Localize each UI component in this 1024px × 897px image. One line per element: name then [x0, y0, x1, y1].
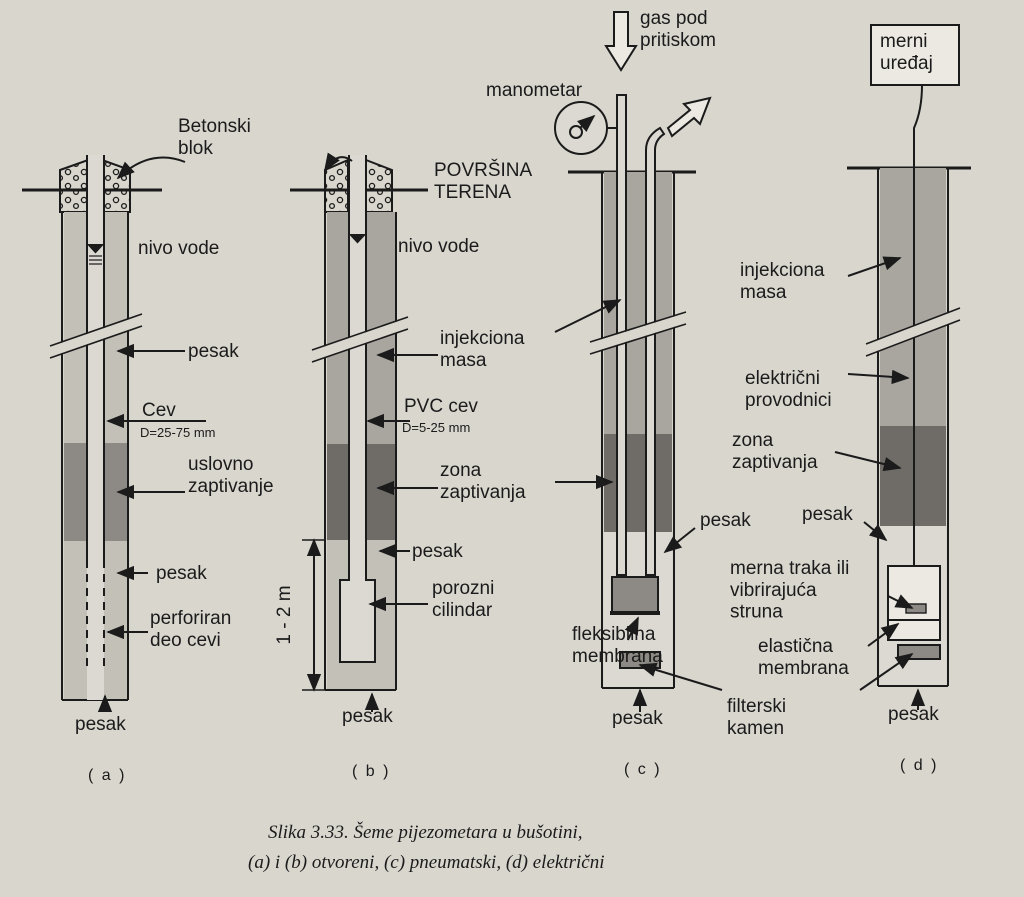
concrete-block-right-b — [365, 158, 393, 213]
arrow-elektricni — [847, 369, 910, 385]
label-pesak-bottom-c: pesak — [612, 708, 663, 729]
pipe-interior-a — [87, 155, 104, 700]
arrow-blok-b — [324, 152, 353, 172]
arrow-blok — [116, 156, 186, 180]
label-nivo-vode-b: nivo vode — [398, 236, 479, 257]
break-band-a — [48, 315, 144, 357]
arrow-elasticna — [867, 622, 900, 647]
panel-label-d: ( d ) — [900, 757, 938, 774]
label-cev: Cev — [142, 400, 176, 421]
vibrating-wire-d — [905, 603, 927, 614]
label-manometar: manometar — [486, 80, 583, 101]
arrow-injekciona-c — [554, 299, 622, 333]
figure-caption: Slika 3.33. Šeme pijezometara u bušotini… — [248, 821, 604, 873]
caption-line-2: (a) i (b) otvoreni, (c) pneumatski, (d) … — [248, 852, 604, 873]
arrow-zona-d — [834, 451, 902, 472]
arrow-pesak-mid-c — [663, 527, 696, 554]
panel-label-b: ( b ) — [352, 763, 390, 780]
label-pvc-cev: PVC cev — [404, 396, 478, 417]
seal-right-a — [104, 443, 127, 541]
porous-cylinder-b — [339, 575, 376, 663]
label-pesak-top-a: pesak — [188, 341, 239, 362]
label-pesak-mid-a: pesak — [156, 563, 207, 584]
label-pesak-mid-c: pesak — [700, 510, 751, 531]
label-pesak-bottom-b: pesak — [342, 706, 393, 727]
arrow-filterski-d — [859, 652, 914, 691]
arrow-pesak-mid-d — [863, 521, 888, 542]
concrete-block-right-a — [101, 158, 131, 213]
label-nivo-vode-a: nivo vode — [138, 238, 219, 259]
electric-cable-d — [913, 84, 923, 566]
filter-stone-d — [897, 644, 941, 660]
label-pesak-mid-d: pesak — [802, 504, 853, 525]
water-level-marker-a — [86, 244, 105, 254]
gas-outlet-arrow — [666, 96, 712, 138]
panel-d — [834, 24, 971, 710]
label-pesak-bottom-d: pesak — [888, 704, 939, 725]
label-pesak-mid-b: pesak — [412, 541, 463, 562]
panel-a — [22, 155, 206, 713]
arrow-filterski-c — [638, 662, 723, 691]
arrow-merna — [887, 594, 914, 609]
water-level-marker-b — [348, 234, 367, 244]
concrete-block-left-a — [59, 158, 89, 213]
concrete-block-left-b — [324, 158, 349, 213]
panel-b — [290, 152, 438, 712]
label-pvc-diameter: D=5-25 mm — [402, 420, 470, 435]
panel-label-c: ( c ) — [624, 761, 662, 778]
arrow-injekciona-d — [847, 256, 902, 277]
arrow-fleksibilna — [624, 616, 639, 641]
panel-label-a: ( a ) — [88, 767, 126, 784]
seal-c — [604, 434, 672, 532]
sensor-body-d — [887, 565, 941, 641]
panel-c — [554, 11, 723, 712]
label-pesak-bottom-a: pesak — [75, 714, 126, 735]
seal-left-a — [64, 443, 87, 541]
gas-inlet-arrow — [604, 11, 638, 72]
tube-2-c — [645, 126, 666, 576]
measuring-device-box — [870, 24, 960, 86]
label-dimension-b: 1 - 2 m — [274, 585, 295, 644]
label-cev-diameter: D=25-75 mm — [140, 425, 216, 440]
pvc-interior-b — [349, 155, 366, 575]
caption-line-1: Slika 3.33. Šeme pijezometara u bušotini… — [268, 821, 583, 843]
piezometer-body-c — [611, 576, 659, 614]
